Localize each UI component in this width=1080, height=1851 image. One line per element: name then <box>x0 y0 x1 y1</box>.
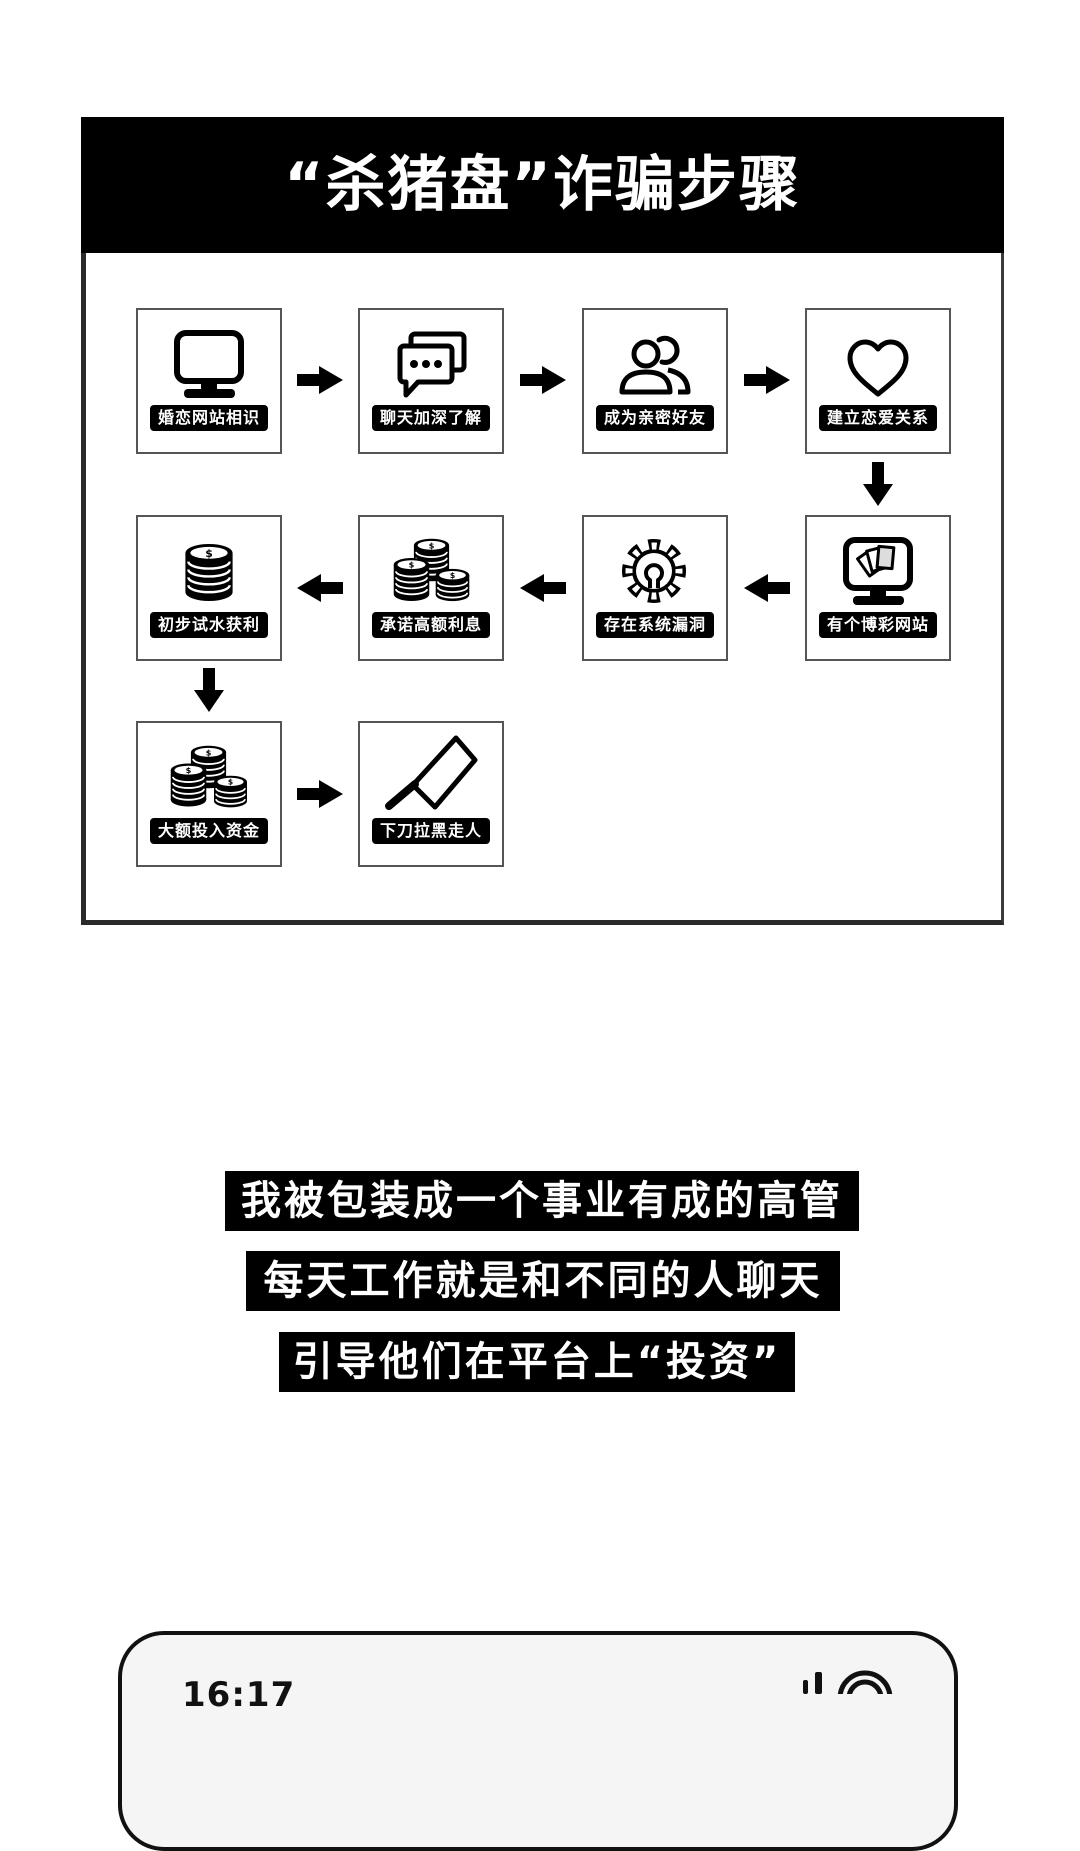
arrow-right-icon <box>297 366 343 394</box>
heart-icon <box>847 339 909 397</box>
status-time: 16:17 <box>182 1675 296 1715</box>
wifi-icon <box>837 1670 893 1694</box>
step-card-1: 婚恋网站相识 <box>136 308 282 454</box>
step-label: 有个博彩网站 <box>819 612 937 638</box>
signal-icon <box>803 1672 822 1694</box>
caption-line: 引导他们在平台上“投资” <box>279 1332 795 1392</box>
step-label: 大额投入资金 <box>150 818 268 844</box>
arrow-right-icon <box>744 366 790 394</box>
step-card-5: 有个博彩网站 <box>805 515 951 661</box>
people-icon <box>619 335 691 395</box>
arrow-left-icon <box>520 574 566 602</box>
arrow-right-icon <box>297 780 343 808</box>
coin-stacks-icon <box>170 745 248 808</box>
step-card-2: 聊天加深了解 <box>358 308 504 454</box>
diagram-title: “杀猪盘”诈骗步骤 <box>284 150 801 220</box>
arrow-right-icon <box>520 366 566 394</box>
step-card-4: 建立恋爱关系 <box>805 308 951 454</box>
caption-line: 每天工作就是和不同的人聊天 <box>246 1251 840 1311</box>
monitor-icon <box>174 330 244 398</box>
step-label: 承诺高额利息 <box>372 612 490 638</box>
step-card-3: 成为亲密好友 <box>582 308 728 454</box>
caption-line: 我被包装成一个事业有成的高管 <box>225 1171 859 1231</box>
step-label: 建立恋爱关系 <box>819 405 937 431</box>
step-card-9: 大额投入资金 <box>136 721 282 867</box>
gambling-monitor-icon <box>843 537 913 605</box>
coin-stacks-icon <box>393 538 470 602</box>
phone-drawing <box>118 1631 958 1851</box>
step-card-8: 初步试水获利 <box>136 515 282 661</box>
step-label: 下刀拉黑走人 <box>372 818 490 844</box>
cleaver-icon <box>385 735 478 810</box>
coin-stack-icon <box>184 543 234 602</box>
gear-icon <box>622 539 686 603</box>
playing-cards-icon <box>856 544 896 578</box>
step-label: 婚恋网站相识 <box>150 405 268 431</box>
arrow-down-icon <box>863 462 893 506</box>
step-label: 成为亲密好友 <box>596 405 714 431</box>
step-card-6: 存在系统漏洞 <box>582 515 728 661</box>
arrow-left-icon <box>744 574 790 602</box>
step-label: 初步试水获利 <box>150 612 268 638</box>
step-label: 聊天加深了解 <box>372 405 490 431</box>
arrow-down-icon <box>194 668 224 712</box>
step-label: 存在系统漏洞 <box>596 612 714 638</box>
diagram-header: “杀猪盘”诈骗步骤 <box>81 117 1004 253</box>
arrow-left-icon <box>297 574 343 602</box>
step-card-7: 承诺高额利息 <box>358 515 504 661</box>
chat-bubbles-icon <box>397 331 467 398</box>
step-card-10: 下刀拉黑走人 <box>358 721 504 867</box>
